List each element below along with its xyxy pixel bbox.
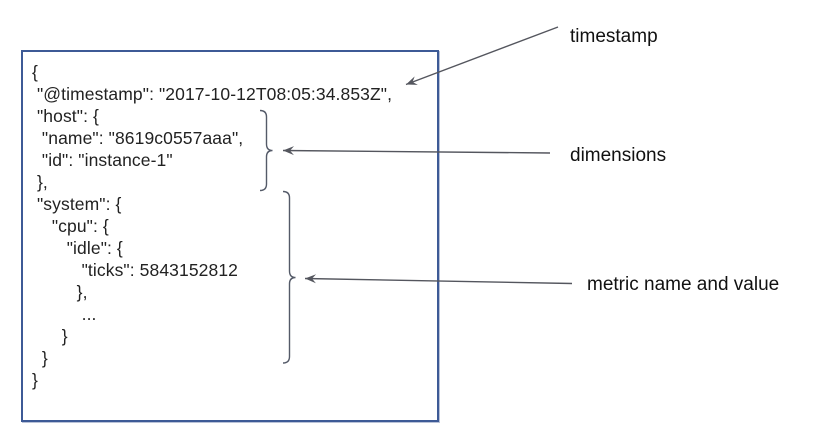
code-box: { "@timestamp": "2017-10-12T08:05:34.853… bbox=[21, 50, 439, 422]
json-document: { "@timestamp": "2017-10-12T08:05:34.853… bbox=[32, 62, 393, 390]
timestamp-label: timestamp bbox=[570, 26, 658, 47]
dimensions-label: dimensions bbox=[570, 145, 667, 166]
metric-label: metric name and value bbox=[587, 274, 780, 295]
